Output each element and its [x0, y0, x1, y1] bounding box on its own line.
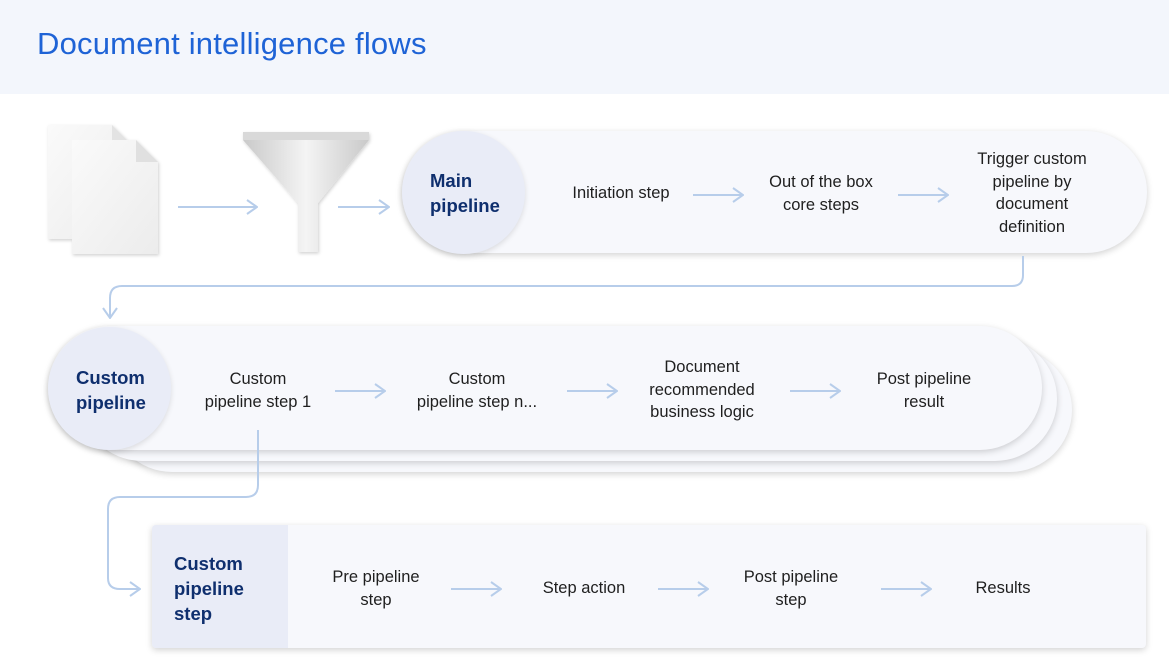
step-post-pipeline: Post pipeline step — [743, 568, 839, 609]
step-action: Step action — [542, 579, 626, 597]
main-step-initiation: Initiation step — [572, 184, 670, 202]
documents-icon — [48, 125, 158, 254]
custom-pipeline-circle — [48, 327, 171, 450]
main-pipeline-circle — [402, 131, 525, 254]
connector-main-to-custom — [110, 256, 1024, 318]
main-step-trigger: Trigger custom pipeline by document defi… — [977, 150, 1087, 236]
custom-pipeline-pill — [48, 326, 1042, 450]
custom-step-1: Custom pipeline step 1 — [204, 370, 312, 411]
custom-pipeline-step-tab — [152, 525, 288, 648]
step-results: Results — [975, 579, 1031, 597]
connector-custom-to-step — [107, 430, 259, 589]
main-pipeline-label: Main pipeline — [430, 170, 500, 216]
main-step-core: Out of the box core steps — [769, 173, 873, 214]
main-pipeline-pill — [402, 131, 1147, 253]
page-title: Document intelligence flows — [37, 26, 427, 61]
custom-step-post-result: Post pipeline result — [876, 370, 972, 411]
header-band — [0, 0, 1169, 94]
step-pre-pipeline: Pre pipeline step — [332, 568, 420, 609]
custom-pipeline-step-label: Custom pipeline step — [174, 553, 244, 624]
custom-pipeline-step-box — [152, 525, 1146, 648]
custom-pipeline-label: Custom pipeline — [76, 367, 146, 413]
funnel-icon — [243, 132, 369, 252]
custom-step-n: Custom pipeline step n... — [416, 370, 538, 411]
custom-step-business-logic: Document recommended business logic — [649, 358, 755, 421]
